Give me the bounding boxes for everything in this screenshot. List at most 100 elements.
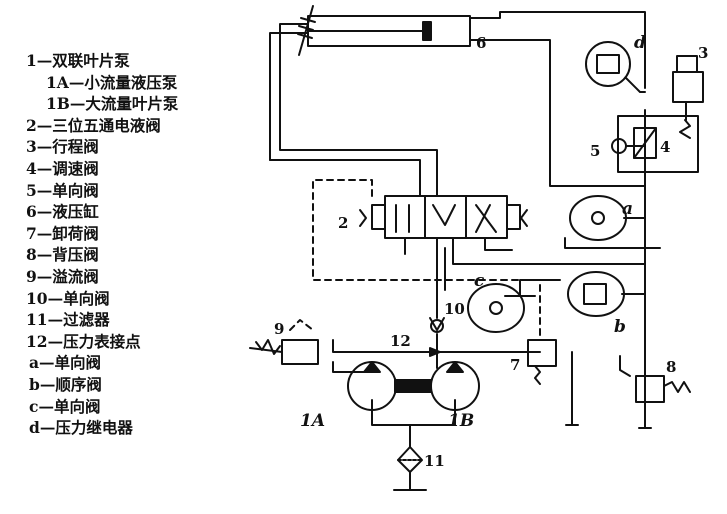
- legend-item-number: a: [29, 353, 40, 373]
- legend-item: 11—过滤器: [26, 309, 178, 331]
- check-valve-10: [429, 317, 445, 333]
- legend-item: 6—液压缸: [26, 201, 178, 223]
- legend-item: a—单向阀: [26, 352, 178, 374]
- legend-item-number: b: [29, 374, 40, 394]
- legend-item-number: 9: [26, 266, 37, 286]
- legend-item-separator: —: [38, 396, 54, 416]
- legend-item-text: 三位五通电液阀: [52, 115, 161, 135]
- legend-item: 2—三位五通电液阀: [26, 115, 178, 137]
- legend-item: 1B—大流量叶片泵: [26, 93, 178, 115]
- legend-item: 1A—小流量液压泵: [26, 72, 178, 94]
- label-1A: 1A: [300, 411, 325, 431]
- legend-item: 1—双联叶片泵: [26, 50, 178, 72]
- legend-item-number: 1: [26, 51, 37, 70]
- label-c: c: [474, 271, 485, 291]
- legend-item: 10—单向阀: [26, 288, 178, 310]
- legend-item-separator: —: [36, 202, 53, 222]
- legend-item-separator: —: [36, 115, 53, 135]
- legend-item-text: 液压缸: [52, 202, 99, 222]
- legend-item-text: 单向阀: [54, 353, 102, 373]
- legend-item: 9—溢流阀: [26, 266, 178, 288]
- legend-item-separator: —: [36, 223, 53, 243]
- legend-item-number: 1B: [46, 94, 70, 114]
- label-9: 9: [274, 320, 284, 338]
- legend-item-number: 4: [26, 158, 37, 178]
- label-2: 2: [338, 214, 348, 232]
- legend-item-separator: —: [36, 51, 53, 70]
- legend-item-text: 压力继电器: [55, 418, 133, 438]
- legend-item-number: d: [29, 418, 40, 438]
- label-d: d: [634, 33, 646, 53]
- pilot-lines: [289, 179, 541, 341]
- legend-item: 8—背压阀: [26, 244, 178, 266]
- flow-control-valves-4-5: [611, 115, 699, 173]
- legend-item-separator: —: [39, 418, 56, 438]
- legend-item-number: 11: [26, 310, 48, 330]
- label-5: 5: [590, 142, 600, 160]
- legend-item-separator: —: [36, 137, 53, 157]
- label-8: 8: [666, 358, 676, 376]
- legend-item: b—顺序阀: [26, 374, 178, 396]
- legend-item-separator: —: [69, 94, 86, 114]
- filter-11: [397, 446, 423, 473]
- legend-item-number: 1A: [46, 72, 69, 92]
- legend-item-number: 6: [26, 202, 37, 222]
- legend-item-separator: —: [39, 353, 55, 373]
- legend-item-number: 5: [26, 180, 37, 200]
- label-12: 12: [390, 332, 411, 350]
- legend-item: c—单向阀: [26, 396, 178, 418]
- check-valve-a: [569, 195, 646, 241]
- legend-item-text: 顺序阀: [55, 374, 102, 394]
- legend-item-text: 单向阀: [63, 288, 110, 308]
- legend-item-text: 双联叶片泵: [52, 51, 130, 70]
- label-1B: 1B: [448, 411, 474, 431]
- legend-item-number: 3: [26, 137, 37, 157]
- directional-valve-2: [359, 195, 528, 239]
- label-3: 3: [698, 44, 708, 62]
- legend-item: 7—卸荷阀: [26, 223, 178, 245]
- label-a: a: [622, 199, 633, 219]
- legend-item-separator: —: [36, 245, 53, 265]
- legend-item-separator: —: [36, 180, 53, 200]
- check-valve-c: [467, 283, 525, 333]
- legend-item-text: 行程阀: [52, 137, 99, 157]
- legend-item-separator: —: [47, 310, 64, 330]
- legend-item: 3—行程阀: [26, 136, 178, 158]
- label-11: 11: [424, 452, 445, 470]
- legend-item-number: 12: [26, 331, 48, 351]
- legend-item-separator: —: [47, 331, 64, 351]
- label-10: 10: [444, 300, 465, 318]
- label-6: 6: [476, 34, 486, 52]
- legend-item: 4—调速阀: [26, 158, 178, 180]
- legend-item-number: 7: [26, 223, 37, 243]
- travel-valve-3: [672, 55, 704, 139]
- legend-item-number: c: [29, 396, 39, 416]
- diagram-labels: 6 3 d 5 4 2 a c b 10 12 9 7 8 1A 1B 11: [274, 33, 708, 470]
- legend-item: d—压力继电器: [26, 417, 178, 439]
- legend-item-text: 大流量叶片泵: [85, 94, 179, 114]
- legend-item-text: 小流量液压泵: [84, 72, 178, 92]
- double-vane-pump-1: [347, 361, 480, 411]
- unloading-valve-7: [527, 339, 557, 385]
- label-7: 7: [510, 356, 520, 374]
- legend-item: 5—单向阀: [26, 180, 178, 202]
- back-pressure-valve-8: [619, 355, 691, 403]
- legend-item-separator: —: [36, 266, 53, 286]
- label-4: 4: [660, 138, 670, 156]
- sequence-valve-b: [567, 271, 646, 317]
- legend-item-separator: —: [36, 158, 53, 178]
- legend-item-number: 8: [26, 245, 37, 265]
- gauge-point-12: [389, 347, 441, 357]
- legend-item-separator: —: [39, 374, 56, 394]
- legend-item-text: 单向阀: [53, 396, 101, 416]
- relief-valve-9: [249, 339, 319, 365]
- legend-item-text: 卸荷阀: [52, 223, 99, 243]
- pressure-relay-d: [585, 41, 646, 93]
- legend-item-number: 2: [26, 115, 37, 135]
- hydraulic-cylinder-6: [297, 5, 471, 56]
- legend-item-text: 压力表接点: [63, 331, 141, 351]
- legend-item-text: 背压阀: [52, 245, 99, 265]
- legend-item-text: 过滤器: [63, 310, 110, 330]
